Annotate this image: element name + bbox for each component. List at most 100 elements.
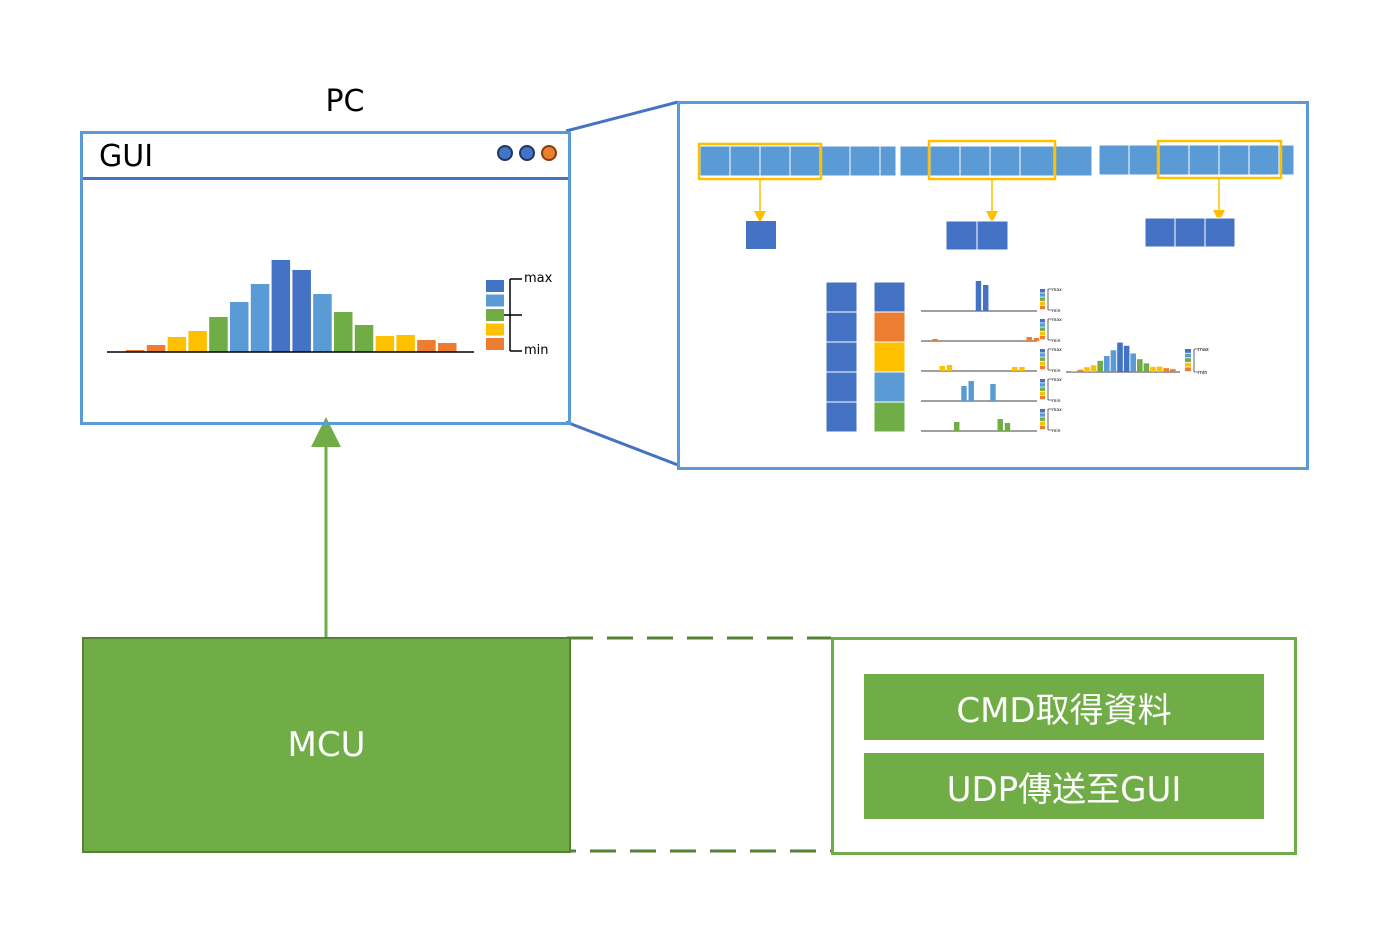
color-scale-legend <box>486 280 504 350</box>
combined-legend-swatch <box>1185 362 1191 367</box>
mini-legend-max: max <box>1052 408 1062 413</box>
raw-value-column <box>825 281 858 433</box>
combined-chart-bar <box>1110 350 1117 372</box>
combined-chart-bar <box>1150 366 1156 372</box>
histogram-bar <box>271 260 291 352</box>
mini-chart-bar <box>1012 367 1018 371</box>
mini-chart-bar <box>983 285 989 311</box>
combined-chart-bar <box>1130 353 1137 372</box>
mini-legend-bracket <box>1047 318 1052 341</box>
mini-chart-bar <box>946 365 953 371</box>
mini-legend-bracket <box>1047 408 1052 431</box>
combined-chart-bar <box>1170 369 1176 372</box>
combined-chart-bar <box>1097 360 1104 372</box>
histogram-bar <box>209 317 228 352</box>
combined-legend-swatch <box>1185 353 1191 358</box>
histogram-bar <box>354 325 374 352</box>
mini-legend-max: max <box>1052 288 1062 293</box>
combined-legend-bracket <box>1193 348 1198 373</box>
combined-chart-bar <box>1077 369 1084 372</box>
mini-chart-bar <box>1033 338 1040 341</box>
combined-chart-bar <box>1156 366 1163 372</box>
histogram-bar <box>167 337 187 352</box>
mini-legend-min: min <box>1052 308 1061 314</box>
window-close-icon[interactable] <box>541 145 557 161</box>
mini-legend-swatch <box>1040 335 1045 340</box>
mini-chart-bar <box>1004 423 1011 431</box>
mini-legend-max: max <box>1052 318 1062 323</box>
mini-legend-swatch <box>1040 417 1045 421</box>
mini-legend-swatch <box>1040 357 1045 361</box>
histogram-bar <box>126 350 145 352</box>
combined-legend-max: max <box>1198 347 1209 353</box>
mini-legend-swatch <box>1040 327 1045 331</box>
legend-swatch <box>486 323 504 336</box>
mini-legend-bracket <box>1047 288 1052 311</box>
mcu-task-panel: CMD取得資料 UDP傳送至GUI <box>831 637 1297 855</box>
data-buffer-3 <box>1098 144 1295 176</box>
mini-legend-swatch <box>1040 379 1045 383</box>
window-button-2-icon[interactable] <box>519 145 535 161</box>
histogram-bar <box>292 270 311 352</box>
mini-legend-swatch <box>1040 365 1045 370</box>
histogram-bar <box>250 284 270 352</box>
combined-chart-bar <box>1143 363 1150 372</box>
mini-chart-bar <box>997 419 1003 431</box>
combined-chart-bar <box>1071 371 1077 372</box>
mini-legend-swatch <box>1040 323 1045 327</box>
gui-window: GUI <box>80 131 571 425</box>
mini-legend-min: min <box>1052 398 1061 404</box>
mini-legend-swatch <box>1040 413 1045 417</box>
legend-swatch <box>486 338 504 350</box>
zoom-connector-bottom <box>565 420 679 467</box>
extracted-block-3 <box>1144 217 1236 248</box>
combined-chart-bar <box>1090 365 1097 372</box>
legend-swatch <box>486 309 504 321</box>
combined-legend-min: min <box>1198 370 1207 376</box>
gui-detail-zoom-panel <box>677 101 1309 470</box>
mcu-block: MCU <box>82 637 571 853</box>
mini-legend-swatch <box>1040 289 1045 293</box>
udp-send-label: UDP傳送至GUI <box>946 769 1182 810</box>
mini-legend-swatch <box>1040 349 1045 353</box>
mini-legend-max: max <box>1052 378 1062 383</box>
data-buffer-2 <box>899 145 1093 177</box>
histogram-bar <box>146 345 166 352</box>
mini-chart-bar <box>961 386 967 401</box>
mini-legend-swatch <box>1040 421 1045 426</box>
histogram-bar <box>188 331 207 352</box>
data-buffer-1 <box>699 145 897 177</box>
zoom-connector-top <box>565 100 679 133</box>
cmd-get-data-task: CMD取得資料 <box>864 674 1264 740</box>
mini-legend-swatch <box>1040 361 1045 366</box>
histogram-bar <box>375 336 395 352</box>
histogram-bar <box>438 343 457 352</box>
histogram-bar <box>230 302 249 352</box>
extracted-block-2 <box>945 220 1009 251</box>
combined-legend-swatch <box>1185 367 1191 372</box>
combined-chart-bar <box>1163 368 1170 372</box>
mini-chart-bar <box>932 339 938 341</box>
mini-legend-swatch <box>1040 387 1045 391</box>
mini-legend-min: min <box>1052 338 1061 344</box>
window-button-1-icon[interactable] <box>497 145 513 161</box>
mini-chart-bar <box>975 281 982 311</box>
mini-chart-bar <box>990 384 996 401</box>
histogram-bar <box>396 335 415 352</box>
pc-label: PC <box>325 84 365 119</box>
mini-chart-bar <box>1019 367 1025 371</box>
mini-chart-bar <box>1026 337 1032 341</box>
udp-send-task: UDP傳送至GUI <box>864 753 1264 819</box>
histogram-chart <box>126 260 457 352</box>
mini-chart-bar <box>954 422 960 431</box>
mini-legend-max: max <box>1052 348 1062 353</box>
mini-legend-swatch <box>1040 301 1045 306</box>
mini-legend-swatch <box>1040 395 1045 400</box>
histogram-bar <box>313 294 332 352</box>
gui-title: GUI <box>99 139 154 174</box>
mini-legend-min: min <box>1052 368 1061 374</box>
legend-min-label: min <box>524 343 549 358</box>
combined-chart-bar <box>1104 356 1110 372</box>
